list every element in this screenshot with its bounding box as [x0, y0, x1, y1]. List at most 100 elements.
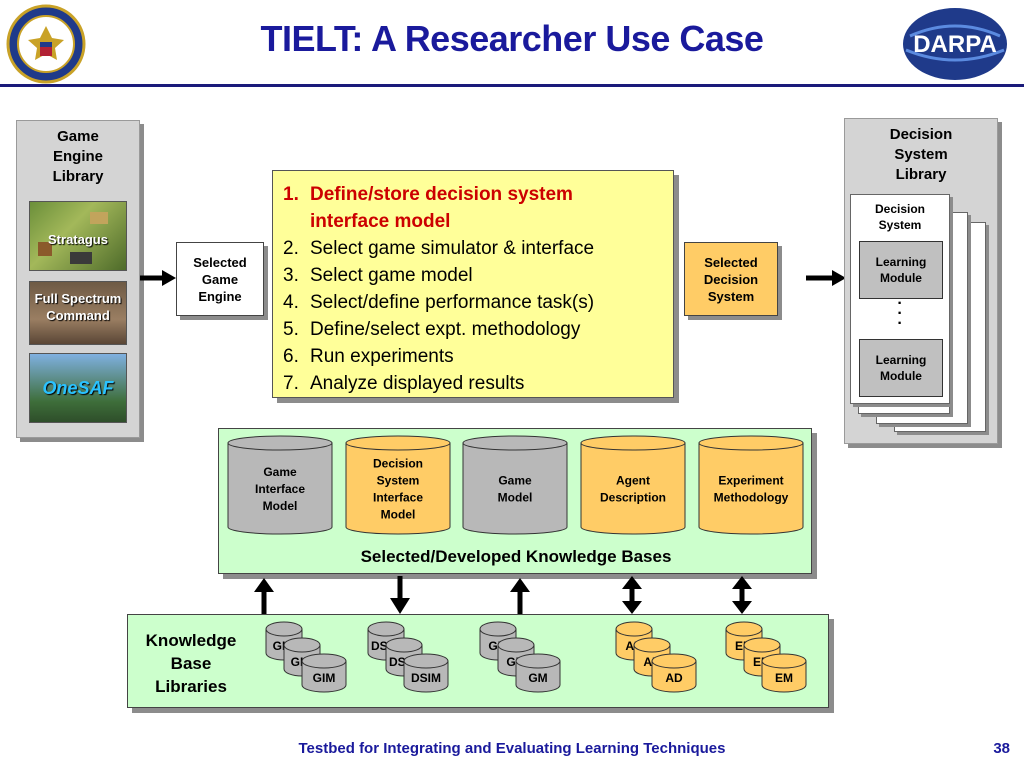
box-line: Engine	[198, 288, 242, 304]
full-spectrum-command-label: Full Spectrum Command	[34, 291, 122, 323]
cylinder-label: Experiment	[718, 474, 783, 488]
steps-box: 1. Define/store decision system interface …	[272, 170, 674, 398]
learning-module-box[interactable]: Learning Module	[859, 339, 943, 397]
library-cylinder-label: GIM	[313, 671, 336, 685]
darpa-logo-text: DARPA	[913, 31, 997, 58]
slide-title: TIELT: A Researcher Use Case	[260, 18, 764, 59]
cylinder-label: Model	[263, 499, 298, 513]
title-line: Decision	[889, 126, 953, 143]
module-line: Learning	[875, 353, 927, 367]
step-item: 1. Define/store decision system interface …	[283, 181, 663, 235]
step-number: 1.	[283, 184, 299, 205]
box-line: Decision	[703, 271, 759, 287]
library-cylinder[interactable]: EM	[761, 653, 807, 693]
module-line: Module	[879, 271, 922, 285]
step-number: 4.	[283, 292, 299, 313]
step-number: 3.	[283, 265, 299, 286]
cylinder-label: Interface	[373, 491, 423, 505]
library-cylinder-label: EM	[775, 671, 793, 685]
step-text: Run experiments	[310, 346, 454, 367]
arrow-right-icon	[806, 270, 846, 286]
cylinder-label: Model	[381, 508, 416, 522]
label-line: Libraries	[155, 677, 227, 696]
library-cylinder-label: DSIM	[411, 671, 441, 685]
box-line: Selected	[193, 254, 247, 270]
knowledge-base-library-cylinders: GIMGIMGIMDSIMDSIMDSIMGMGMGMADADADEMEMEM	[265, 621, 807, 693]
darpa-logo: DARPA	[903, 8, 1007, 80]
cylinder-label: Game	[498, 474, 532, 488]
cylinder-label: Game	[263, 465, 297, 479]
cylinder-label: Methodology	[714, 491, 789, 505]
step-item: 2. Select game simulator & interface	[283, 235, 663, 262]
step-text: Select game model	[310, 265, 473, 286]
knowledge-bases-label: Selected/Developed Knowledge Bases	[360, 547, 672, 566]
library-cylinder-label: AD	[665, 671, 683, 685]
step-item: 7.Analyze displayed results	[283, 370, 663, 397]
card-title-line: Decision	[874, 202, 925, 216]
library-cylinder[interactable]: GIM	[301, 653, 347, 693]
box-line: Selected	[704, 254, 758, 270]
step-item: 5. Define/select expt. methodology	[283, 316, 663, 343]
title-line: Library	[895, 166, 947, 183]
library-cylinder-label: GM	[528, 671, 547, 685]
cylinder-label: Decision	[373, 457, 423, 471]
step-item: 3. Select game model	[283, 262, 663, 289]
module-line: Module	[879, 369, 922, 383]
arrow-up-down-icon	[622, 576, 642, 614]
arrow-down-icon	[390, 576, 410, 614]
step-text-line: Define/store decision system	[310, 184, 573, 205]
step-text: Select game simulator & interface	[310, 238, 595, 259]
decision-system-library-title: Decision System Library	[845, 125, 997, 185]
steps-list: 1. Define/store decision system interface …	[283, 181, 663, 397]
knowledge-base-cylinders: GameInterfaceModelDecisionSystemInterfac…	[227, 435, 804, 535]
game-engine-library-panel: Game Engine Library Stratagus Full Spect…	[16, 120, 140, 438]
step-text: Select/define performance task(s)	[310, 292, 595, 313]
label-line: Base	[170, 654, 212, 673]
onesaf-label: OneSAF	[42, 378, 114, 398]
selected-game-engine-box[interactable]: Selected Game Engine	[176, 242, 264, 316]
stratagus-label: Stratagus	[48, 232, 108, 247]
arrow-right-icon	[140, 270, 176, 286]
knowledge-base-libraries-panel: Knowledge Base Libraries GIMGIMGIMDSIMDS…	[127, 614, 829, 708]
game-engine-library-title: Game Engine Library	[17, 127, 139, 187]
box-line: Game	[201, 271, 239, 287]
full-spectrum-command-thumbnail[interactable]: Full Spectrum Command	[29, 281, 127, 345]
decision-system-card-title: Decision System	[851, 201, 949, 233]
stratagus-thumbnail[interactable]: Stratagus	[29, 201, 127, 271]
library-cylinder[interactable]: DSIM	[403, 653, 449, 693]
knowledge-base-libraries-label: Knowledge Base Libraries	[136, 629, 246, 698]
step-item: 4. Select/define performance task(s)	[283, 289, 663, 316]
title-line: Library	[52, 168, 104, 185]
step-text-line: interface model	[310, 211, 451, 232]
step-number: 2.	[283, 238, 299, 259]
step-number: 5.	[283, 319, 299, 340]
title-line: Engine	[52, 148, 103, 165]
arrow-up-icon	[254, 578, 274, 614]
arrow-up-icon	[510, 578, 530, 614]
cylinder-label: Interface	[255, 482, 305, 496]
arrow-up-down-icon	[732, 576, 752, 614]
onesaf-thumbnail[interactable]: OneSAF	[29, 353, 127, 423]
cylinder-label: Model	[498, 491, 533, 505]
library-cylinder[interactable]: AD	[651, 653, 697, 693]
step-text: Define/select expt. methodology	[310, 319, 581, 340]
card-title-line: System	[878, 218, 922, 232]
decision-system-card[interactable]: Decision System Learning Module · · · Le…	[850, 194, 950, 404]
title-rule	[0, 84, 1024, 87]
ellipsis-vertical: · · ·	[897, 295, 903, 332]
title-line: Game	[57, 128, 99, 145]
cylinder-label: Description	[600, 491, 666, 505]
step-text: Define/store decision system interface mo…	[310, 181, 573, 235]
learning-module-box[interactable]: Learning Module	[859, 241, 943, 299]
selected-decision-system-box[interactable]: Selected Decision System	[684, 242, 778, 316]
step-item: 6.Run experiments	[283, 343, 663, 370]
kb-connector-arrows	[254, 576, 752, 614]
library-cylinder[interactable]: GM	[515, 653, 561, 693]
